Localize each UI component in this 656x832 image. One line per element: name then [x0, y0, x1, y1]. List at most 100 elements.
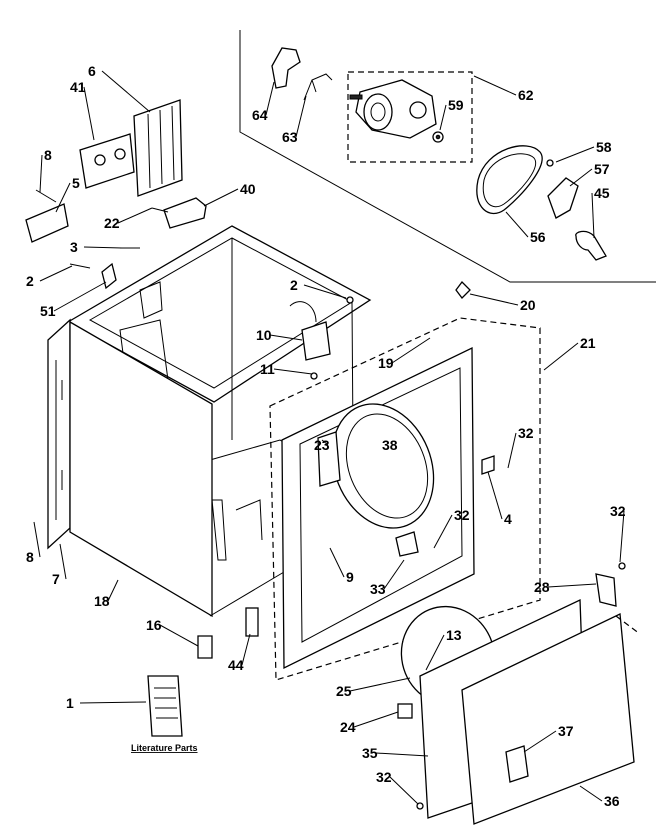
- callout-c32c: 32: [610, 503, 626, 519]
- motor-nut-59-hole: [435, 134, 441, 140]
- leveling-leg-16: [197, 635, 213, 659]
- leader-c1: [79, 701, 147, 704]
- leader-c32b: [433, 514, 453, 549]
- callout-c9: 9: [346, 569, 354, 585]
- callout-c21: 21: [580, 335, 596, 351]
- leader-c45: [591, 192, 595, 239]
- literature-caption: Literature Parts: [131, 743, 198, 753]
- leader-c21: [543, 342, 579, 371]
- callout-c44: 44: [228, 657, 244, 673]
- callout-c18: 18: [94, 593, 110, 609]
- screw-2-right: [346, 296, 354, 304]
- callout-c33: 33: [370, 581, 386, 597]
- front-panel-21-dashed: [269, 317, 541, 681]
- trim-20: [455, 281, 471, 299]
- leader-c41: [83, 86, 95, 141]
- callout-c37: 37: [558, 723, 574, 739]
- leader-c40: [203, 188, 239, 207]
- callout-c8b: 8: [26, 549, 34, 565]
- screw-58: [546, 159, 554, 167]
- callout-c2a: 2: [26, 273, 34, 289]
- door-opening-38-inner: [345, 413, 429, 519]
- callout-c32a: 32: [518, 425, 534, 441]
- motor-mount: [409, 101, 427, 119]
- literature-parts: [147, 675, 183, 737]
- callout-c36: 36: [604, 793, 620, 809]
- leader-c28: [547, 583, 597, 588]
- door-handle-37: [505, 745, 529, 783]
- leader-c56: [505, 211, 529, 238]
- leader-c32c: [619, 510, 625, 563]
- motor-clip-64: [271, 47, 301, 89]
- leader-c62: [473, 75, 517, 96]
- motor-end-cap: [363, 93, 393, 131]
- leader-c10: [269, 334, 303, 341]
- motor-dashed-box: [347, 71, 473, 163]
- callout-c25: 25: [336, 683, 352, 699]
- callout-c58: 58: [596, 139, 612, 155]
- cabinet-side-panel-7-detail: [55, 360, 63, 520]
- screw-11: [310, 372, 318, 380]
- callout-c57: 57: [594, 161, 610, 177]
- door-bracket-24: [397, 703, 413, 719]
- literature-booklet: [147, 675, 183, 737]
- leader-c32d: [389, 776, 419, 805]
- callout-c35: 35: [362, 745, 378, 761]
- thermostat-41a: [94, 154, 106, 166]
- front-panel-frame: [281, 346, 495, 670]
- leader-c35: [375, 752, 429, 757]
- motor-inset-border: [239, 30, 656, 283]
- callout-c64: 64: [252, 107, 268, 123]
- bracket-5: [25, 203, 69, 243]
- callout-c11: 11: [260, 361, 275, 377]
- thermostat-41b: [114, 148, 126, 160]
- leader-c20: [469, 293, 519, 306]
- leader-c5: [55, 182, 71, 213]
- leader-c8b: [33, 521, 41, 558]
- leader-c37: [523, 730, 557, 753]
- leader-c13: [425, 634, 445, 671]
- wire-harness-6-wires: [147, 105, 175, 189]
- thermostat-panel-41: [79, 133, 135, 189]
- callout-c40: 40: [240, 181, 256, 197]
- literature-booklet-lines: [154, 687, 178, 719]
- leader-c59: [439, 104, 447, 131]
- callout-c28: 28: [534, 579, 550, 595]
- leader-c19: [391, 337, 431, 364]
- callout-c13: 13: [446, 627, 462, 643]
- wire-harness-6: [133, 99, 183, 197]
- screw-32-hinge: [618, 562, 626, 570]
- callout-c19: 19: [378, 355, 394, 371]
- screw-22: [151, 207, 169, 213]
- callout-c22: 22: [104, 215, 120, 231]
- cabinet-side-panel-7: [47, 318, 71, 550]
- callout-c32b: 32: [454, 507, 470, 523]
- door-hinge-28: [595, 573, 617, 607]
- drive-belt-56: [476, 145, 543, 215]
- callout-c41: 41: [70, 79, 86, 95]
- leader-c33: [383, 559, 405, 590]
- thermal-fuse-10-wire: [289, 301, 317, 323]
- harness-clip-63: [303, 73, 333, 101]
- leader-c22: [117, 207, 153, 224]
- leader-c3: [83, 246, 123, 249]
- cabinet-inner-leg: [211, 499, 263, 561]
- door-opening-38: [331, 403, 435, 529]
- callout-c2b: 2: [290, 277, 298, 293]
- callout-c16: 16: [146, 617, 162, 633]
- callout-c62: 62: [518, 87, 534, 103]
- leader-c8a: [39, 154, 43, 193]
- door-swing-dash: [615, 615, 641, 635]
- cabinet-body: [47, 225, 372, 659]
- leader-c44: [241, 633, 251, 666]
- leader-c24: [353, 711, 399, 728]
- drum-roller-45: [575, 230, 607, 261]
- idler-bracket-57: [547, 177, 579, 219]
- motor-assembly: [347, 71, 473, 163]
- callout-c23: 23: [314, 437, 330, 453]
- callout-c6: 6: [88, 63, 96, 79]
- door-switch-23: [317, 431, 341, 487]
- leader-c64: [265, 81, 275, 116]
